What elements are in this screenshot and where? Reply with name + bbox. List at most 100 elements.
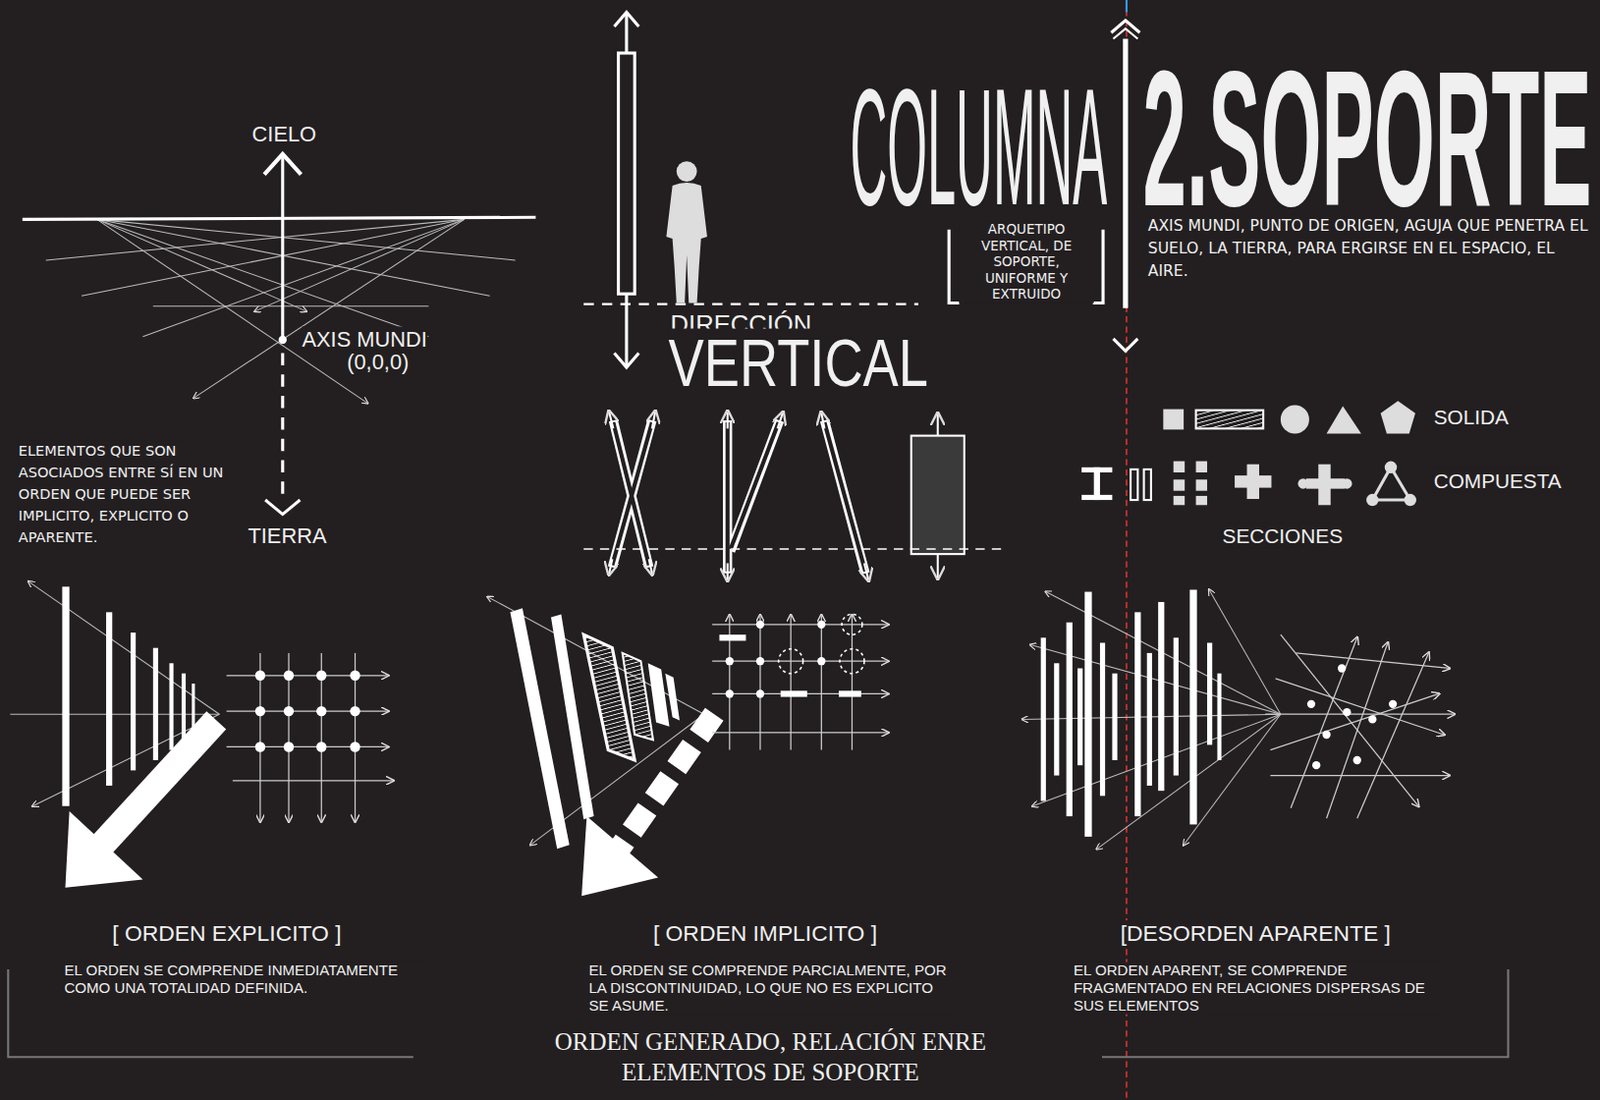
explicit-order-drawing [349, 706, 360, 717]
axis-arrow [1112, 28, 1138, 39]
explicit-order-drawing [283, 741, 294, 752]
order-title: [ ORDEN EXPLICITO ] [111, 920, 341, 947]
explicit-order-drawing [28, 581, 220, 715]
explicit-order-drawing [316, 741, 327, 752]
explicit-order-drawing [226, 674, 388, 676]
section-symbols [1173, 461, 1185, 473]
column-arrangements [611, 420, 866, 574]
explicit-order-drawing [255, 706, 266, 717]
apparent-disorder-drawing [1097, 714, 1281, 849]
apparent-disorder-drawing [1353, 756, 1362, 765]
apparent-disorder-drawing [1207, 643, 1213, 746]
explicit-order-drawing [61, 586, 69, 806]
apparent-disorder-drawing [1307, 700, 1316, 709]
section-symbols [1144, 469, 1152, 500]
section-symbols [1130, 469, 1138, 500]
apparent-disorder-drawing [1077, 667, 1083, 766]
section-symbols [1280, 404, 1310, 434]
column-arrangements [611, 420, 653, 568]
implicit-order-drawing [712, 661, 888, 663]
apparent-disorder-drawing [1388, 700, 1397, 709]
implicit-order-drawing [664, 673, 680, 721]
apparent-disorder-drawing [1265, 714, 1454, 716]
explicit-order-drawing [181, 673, 186, 744]
explicit-order-drawing [283, 670, 294, 681]
section-label: SECCIONES [1222, 523, 1343, 549]
apparent-disorder-drawing [1357, 653, 1430, 819]
column-arrangements [649, 558, 653, 574]
implicit-order-drawing [778, 613, 865, 673]
column-arrangements [777, 413, 783, 430]
section-symbols [1196, 410, 1265, 430]
section-symbols [1162, 409, 1184, 431]
column-arrangements [608, 558, 612, 574]
section-symbols [1173, 496, 1185, 505]
axis-mundi-perspective [153, 305, 430, 307]
explicit-order-drawing [102, 719, 217, 845]
implicit-order-drawing [712, 614, 888, 750]
axis-mundi-perspective [280, 155, 284, 340]
implicit-order-drawing [712, 731, 888, 733]
coordinate-label: (0,0,0) [346, 348, 409, 375]
axis-arrow [1110, 20, 1140, 33]
explicit-order-drawing [130, 632, 136, 771]
apparent-disorder-drawing [1265, 634, 1454, 819]
explicit-order-drawing [349, 670, 360, 681]
apparent-disorder-drawing [1312, 761, 1321, 770]
explicit-order-drawing [9, 714, 220, 716]
axis-mundi-perspective [81, 219, 465, 296]
implicit-order-drawing [718, 634, 746, 641]
column-figure [583, 303, 919, 306]
apparent-disorder-drawing [1053, 662, 1059, 775]
apparent-disorder-drawing [1041, 637, 1047, 801]
section-symbols [1366, 494, 1379, 506]
axis-mundi-perspective [142, 219, 464, 336]
column-arrangements [911, 436, 965, 555]
explicit-order-drawing [64, 811, 143, 888]
axis-arrow [948, 217, 959, 303]
section-symbols [1247, 464, 1260, 499]
section-label: COMPUESTA [1434, 468, 1562, 494]
caption: ORDEN GENERADO, RELACIÓN ENRE ELEMENTOS … [530, 1026, 1010, 1088]
explicit-order-drawing [255, 670, 361, 753]
apparent-disorder-drawing [1134, 611, 1141, 817]
apparent-disorder-drawing [1368, 715, 1377, 723]
axis-arrow [1122, 38, 1128, 308]
axis-mundi-perspective [97, 219, 516, 261]
apparent-disorder-drawing [1183, 714, 1281, 845]
column-arrangements [583, 412, 1005, 580]
column-arrangements [730, 422, 779, 550]
axis-mundi-perspective [97, 219, 491, 296]
explicit-order-drawing [232, 779, 393, 781]
explicit-order-drawing [153, 648, 159, 761]
explicit-order-drawing [255, 670, 266, 681]
implicit-order-drawing [817, 620, 826, 629]
column-arrangements [730, 420, 780, 552]
section-symbols [1196, 496, 1208, 505]
axis-mundi-perspective [280, 352, 284, 502]
implicit-order-drawing [838, 690, 862, 697]
guide-line [1125, 0, 1128, 12]
title: 2.SOPORTE [1143, 41, 1593, 235]
apparent-disorder-drawing [1111, 673, 1117, 761]
implicit-order-drawing [780, 690, 808, 697]
explicit-order-drawing [168, 662, 173, 750]
column-arrangements [821, 413, 825, 430]
axis-mundi-perspective [22, 217, 537, 220]
explicit-order-drawing [226, 710, 388, 712]
explicit-order-drawing [226, 653, 393, 822]
apparent-disorder-drawing [1269, 693, 1438, 750]
implicit-order-drawing [839, 649, 865, 674]
explicit-order-drawing [255, 741, 266, 752]
column-arrangements [937, 414, 939, 437]
apparent-disorder-drawing [1216, 673, 1221, 761]
explicit-order-drawing [9, 581, 220, 807]
implicit-order-drawing [615, 714, 715, 853]
apparent-disorder-drawing [1100, 643, 1105, 797]
explicit-order-drawing [283, 706, 294, 717]
column-figure [613, 11, 639, 27]
axis-mundi-perspective [264, 154, 301, 175]
explicit-order-drawing [349, 741, 360, 752]
column-arrangements [937, 553, 939, 578]
